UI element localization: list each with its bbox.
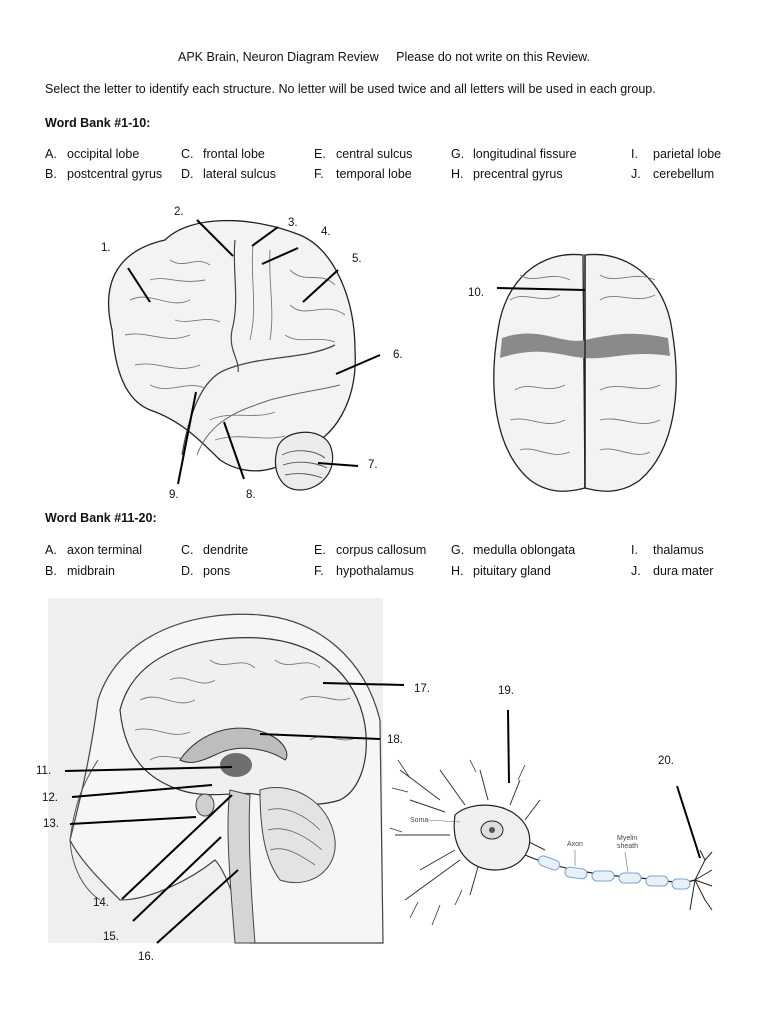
bank2-item-a: A.axon terminal	[45, 543, 143, 557]
bank2-item-g: G.medulla oblongata	[451, 543, 576, 557]
bank1-item-h: H.precentral gyrus	[451, 167, 563, 181]
bank1-item-b: B.postcentral gyrus	[45, 167, 163, 181]
label-3: 3.	[288, 217, 298, 229]
label-10: 10.	[468, 287, 484, 299]
label-20: 20.	[658, 755, 674, 767]
bank1-item-i: I.parietal lobe	[631, 147, 722, 161]
sagittal-head-illustration	[48, 598, 384, 944]
bank1-item-d: D.lateral sulcus	[181, 167, 276, 181]
bank1-item-g: G.longitudinal fissure	[451, 147, 577, 161]
bank1-item-e: E.central sulcus	[314, 147, 413, 161]
label-8: 8.	[246, 489, 256, 501]
label-9: 9.	[169, 489, 179, 501]
bank1-item-j: J.cerebellum	[631, 167, 715, 181]
bank2-item-f: F.hypothalamus	[314, 564, 414, 578]
label-15: 15.	[103, 931, 119, 943]
label-19: 19.	[498, 685, 514, 697]
word-bank-1-title: Word Bank #1-10:	[45, 116, 151, 130]
label-1: 1.	[101, 242, 111, 254]
soma-label: Soma	[410, 817, 428, 824]
instructions: Select the letter to identify each struc…	[45, 82, 656, 96]
axon-label: Axon	[567, 841, 583, 848]
bank2-item-d: D.pons	[181, 564, 231, 578]
label-17: 17.	[414, 683, 430, 695]
bank1-item-a: A.occipital lobe	[45, 147, 140, 161]
bank2-item-c: C.dendrite	[181, 543, 249, 557]
label-12: 12.	[42, 792, 58, 804]
myelin-label-line1: Myelin	[617, 835, 637, 842]
myelin-label-line2: sheath	[617, 843, 638, 850]
label-16: 16.	[138, 951, 154, 963]
bank2-item-b: B.midbrain	[45, 564, 115, 578]
leader-lines	[64, 219, 701, 944]
bank2-item-e: E.corpus callosum	[314, 543, 427, 557]
bank1-item-c: C.frontal lobe	[181, 147, 265, 161]
label-2: 2.	[174, 206, 184, 218]
label-5: 5.	[352, 253, 362, 265]
label-6: 6.	[393, 349, 403, 361]
label-7: 7.	[368, 459, 378, 471]
label-14: 14.	[93, 897, 109, 909]
label-13: 13.	[43, 818, 59, 830]
page-title: APK Brain, Neuron Diagram Review Please …	[178, 50, 590, 64]
label-11: 11.	[36, 765, 52, 777]
label-4: 4.	[321, 226, 331, 238]
superior-brain-illustration	[493, 253, 677, 492]
neuron-illustration: Soma Axon Myelin sheath	[389, 759, 713, 926]
bank2-item-i: I.thalamus	[631, 543, 704, 557]
word-bank-2-title: Word Bank #11-20:	[45, 511, 157, 525]
bank2-item-j: J.dura mater	[631, 564, 714, 578]
lateral-brain-illustration	[107, 219, 356, 491]
bank1-item-f: F.temporal lobe	[314, 167, 412, 181]
bank2-item-h: H.pituitary gland	[451, 564, 551, 578]
label-18: 18.	[387, 734, 403, 746]
